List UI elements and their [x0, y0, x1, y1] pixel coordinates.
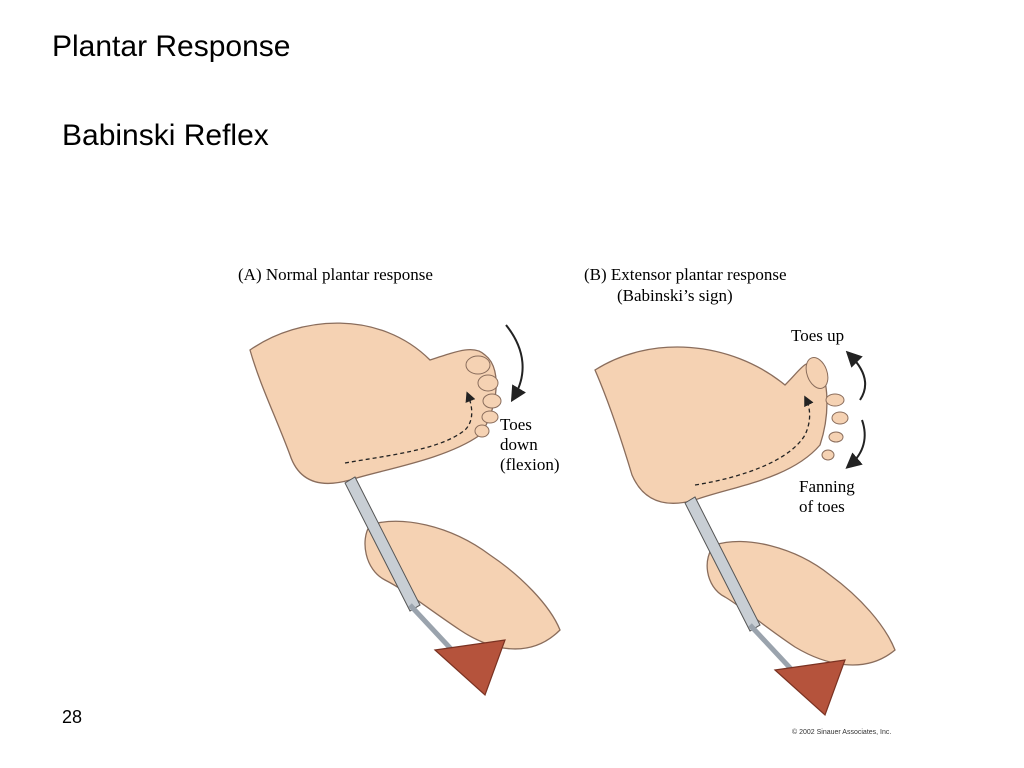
fanning-line1: Fanning — [799, 477, 855, 496]
fanning-line2: of toes — [799, 497, 845, 516]
toes-down-line1: Toes — [500, 415, 532, 434]
toes-up-arrow — [845, 350, 867, 401]
panel-b-caption-sub: (Babinski’s sign) — [617, 286, 733, 305]
slide-number: 28 — [62, 707, 83, 727]
toes-down-line3: (flexion) — [500, 455, 560, 474]
toes-up-label: Toes up — [791, 326, 845, 345]
copyright-notice: © 2002 Sinauer Associates, Inc. — [792, 729, 892, 736]
slide-title: Plantar Response — [52, 30, 291, 63]
panel-a-hand-hammer — [344, 476, 561, 697]
fanning-arrow — [845, 419, 866, 469]
panel-b-caption: (B) Extensor plantar response — [584, 265, 787, 284]
toes-down-line2: down — [500, 435, 538, 454]
babinski-illustration: (A) Normal plantar response Toes down (f… — [230, 255, 920, 745]
panel-b-foot — [594, 346, 849, 505]
illustration-drawing — [249, 322, 896, 717]
panel-a-foot — [249, 322, 502, 485]
panel-a-caption: (A) Normal plantar response — [238, 265, 433, 284]
toes-down-arrow — [505, 324, 526, 403]
panel-b-hand-hammer — [684, 496, 896, 717]
fanning-label: Fanning of toes — [799, 477, 855, 517]
slide-subtitle: Babinski Reflex — [62, 119, 269, 152]
toes-down-label: Toes down (flexion) — [500, 415, 559, 475]
